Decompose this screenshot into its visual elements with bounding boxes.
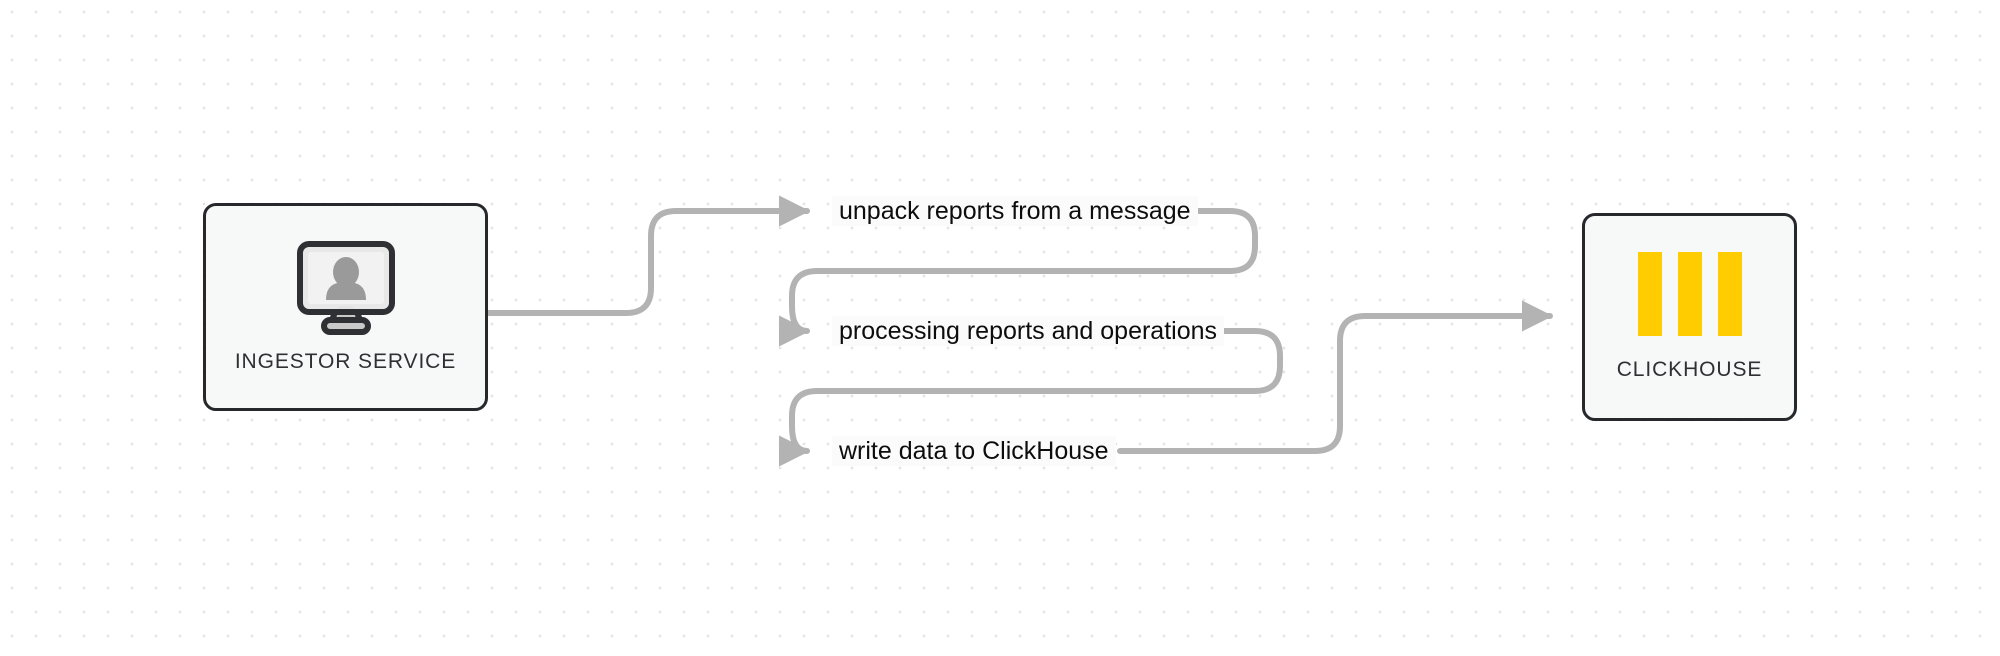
clickhouse-bar-2: [1677, 252, 1702, 336]
edge-label-unpack-reports: unpack reports from a message: [832, 196, 1198, 226]
clickhouse-bar-3: [1717, 252, 1742, 336]
clickhouse-bar-1: [1637, 252, 1662, 336]
edge-label-write-data: write data to ClickHouse: [832, 436, 1116, 466]
node-clickhouse-label: CLICKHOUSE: [1616, 358, 1763, 381]
monitor-user-icon: [294, 240, 398, 336]
node-ingestor-label: INGESTOR SERVICE: [234, 350, 457, 373]
edge-row2-uturn-to-row3: [778, 328, 1283, 467]
node-ingestor-service[interactable]: INGESTOR SERVICE: [203, 203, 488, 411]
edge-row1-uturn-to-row2: [778, 208, 1258, 347]
node-clickhouse[interactable]: CLICKHOUSE: [1582, 213, 1797, 421]
edge-label-processing-reports: processing reports and operations: [832, 316, 1225, 346]
edge-row3-to-clickhouse: [1117, 300, 1554, 454]
clickhouse-bars-icon: [1637, 252, 1742, 336]
edge-ingestor-to-row1: [485, 195, 811, 316]
